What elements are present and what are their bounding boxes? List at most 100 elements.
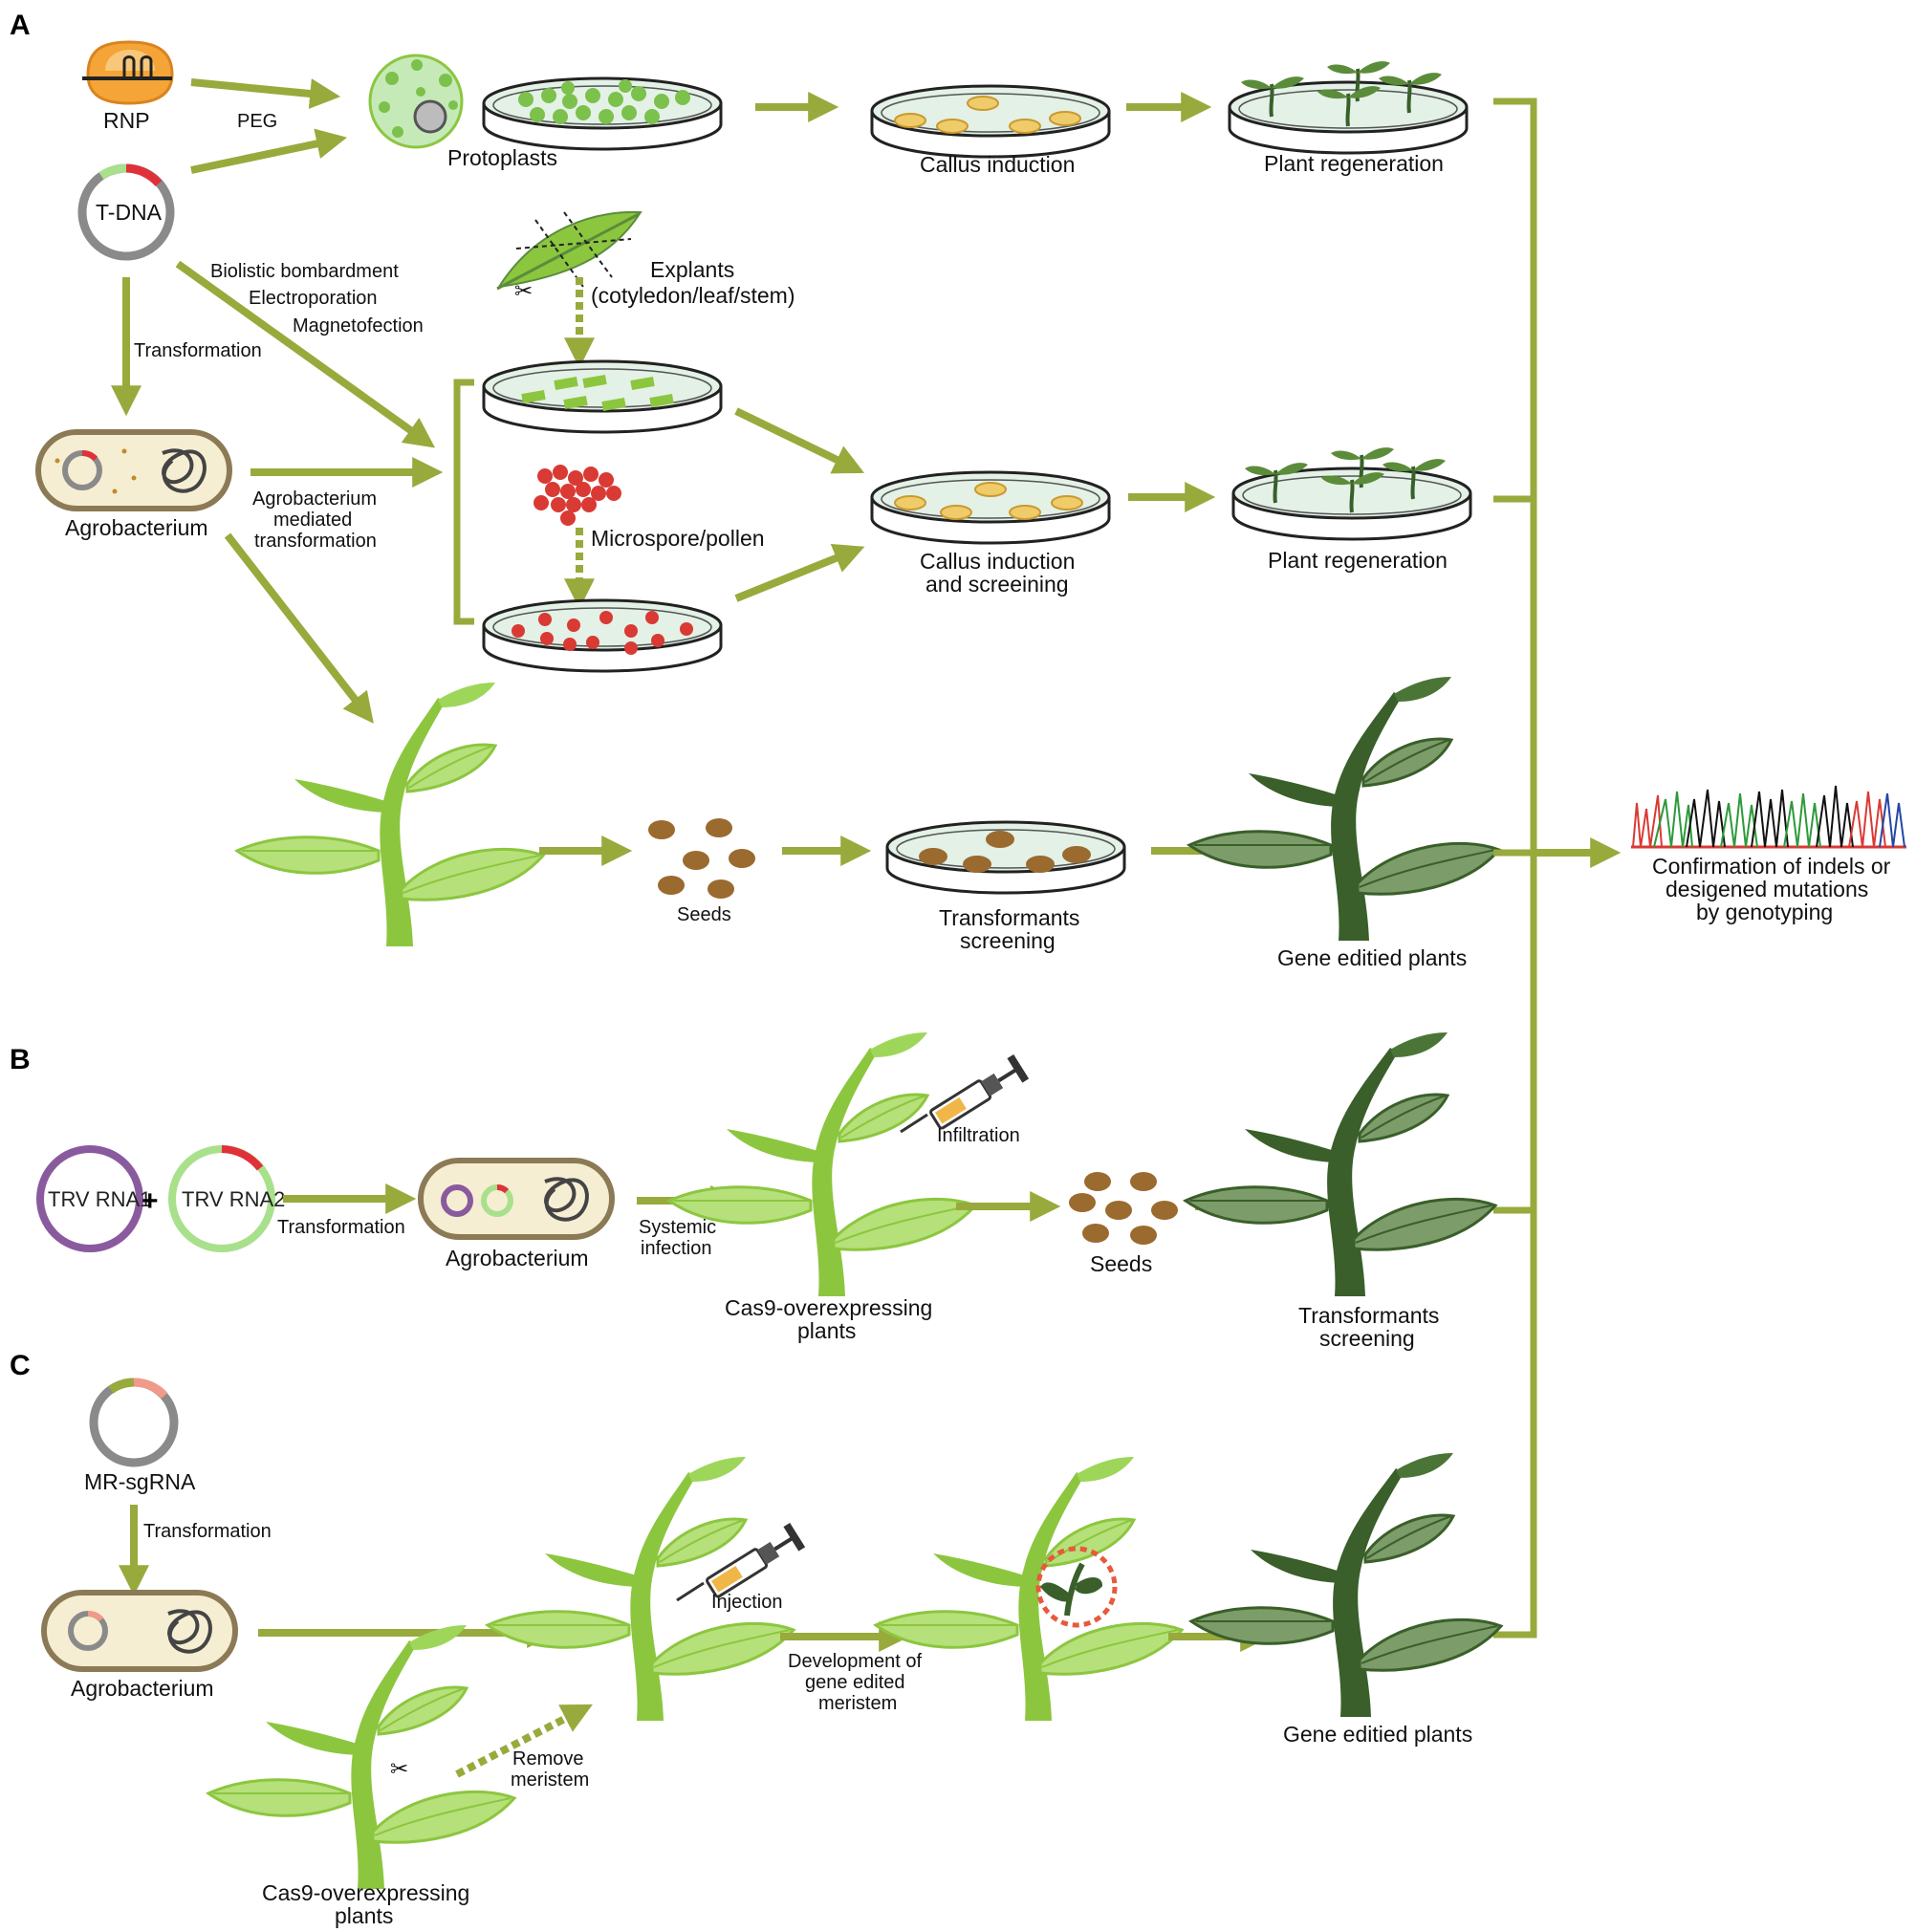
- amt-label-1: Agrobacterium: [252, 488, 377, 510]
- agrobacterium-label-b: Agrobacterium: [446, 1246, 589, 1270]
- injected-plant-icon: [486, 1455, 795, 1723]
- cas9-label-b-2: plants: [797, 1318, 856, 1343]
- cas9-label-c-2: plants: [335, 1903, 393, 1928]
- edited-meristem-highlight-icon: [1035, 1546, 1118, 1628]
- scissors-icon: ✂: [514, 278, 533, 303]
- agrobacterium-label-c: Agrobacterium: [71, 1676, 214, 1701]
- scissors-icon-c: ✂: [390, 1756, 408, 1781]
- plant-regeneration-dish-icon-2: [1231, 445, 1472, 541]
- genotyping-label-3: by genotyping: [1696, 900, 1833, 924]
- magnetofection-label: Magnetofection: [293, 315, 424, 336]
- transformants-dish-icon-a: [885, 820, 1126, 895]
- plant-regeneration-label-1: Plant regeneration: [1264, 151, 1444, 176]
- plant-regeneration-dish-icon: [1228, 59, 1469, 155]
- edited-meristem-plant-icon: [874, 1455, 1184, 1723]
- arrow-rnp-protoplast: [190, 78, 341, 109]
- protoplasts-label: Protoplasts: [447, 145, 557, 170]
- transformants-label-a-1: Transformants: [939, 905, 1079, 930]
- seeds-label-b: Seeds: [1090, 1251, 1152, 1276]
- gene-edited-label-a: Gene editied plants: [1277, 945, 1467, 970]
- callus-induction-label: Callus induction: [920, 152, 1075, 177]
- panel-letter-c: C: [10, 1350, 31, 1381]
- cas9-label-c-1: Cas9-overexpressing: [262, 1880, 469, 1905]
- tdna-label: T-DNA: [96, 200, 163, 225]
- transformation-label-c: Transformation: [143, 1521, 272, 1542]
- tdna-plasmid-icon: [77, 163, 175, 261]
- systemic-label-2: infection: [641, 1238, 712, 1259]
- systemic-label-1: Systemic: [639, 1217, 716, 1238]
- genotyping-label-1: Confirmation of indels or: [1652, 854, 1891, 879]
- arrow-explant-to-callus: [734, 407, 865, 474]
- development-label-2: gene edited: [805, 1672, 905, 1693]
- panel-letter-b: B: [10, 1044, 31, 1075]
- transformants-label-b-1: Transformants: [1298, 1303, 1439, 1328]
- plus-sign: +: [142, 1185, 159, 1217]
- rnp-icon: [82, 40, 174, 105]
- arrow-tdna-protoplast: [190, 128, 347, 174]
- arrow-pollen-to-callus: [734, 543, 865, 602]
- explants-label-2: (cotyledon/leaf/stem): [591, 283, 795, 308]
- callus-screening-dish-icon: [870, 470, 1111, 545]
- microspore-cluster-icon: [533, 465, 621, 526]
- callus-screening-label-1: Callus induction: [920, 549, 1075, 574]
- agrobacterium-label-a: Agrobacterium: [65, 515, 208, 540]
- trv-rna1-icon: [36, 1145, 143, 1252]
- sequencing-chromatogram-icon: [1631, 785, 1906, 849]
- remove-label-1: Remove: [512, 1748, 583, 1769]
- remove-label-2: meristem: [511, 1769, 589, 1791]
- transformation-label-a: Transformation: [134, 340, 262, 361]
- gene-edited-plant-icon-c: [1189, 1451, 1503, 1719]
- explant-dish-icon: [482, 359, 723, 434]
- seeds-icon-b: [1069, 1172, 1178, 1245]
- development-label-3: meristem: [818, 1693, 897, 1714]
- trv-rna1-label: TRV RNA1: [48, 1187, 151, 1211]
- rnp-label: RNP: [103, 108, 150, 133]
- microspore-label: Microspore/pollen: [591, 526, 765, 551]
- transformation-label-b: Transformation: [277, 1217, 405, 1238]
- collector-line: [1493, 98, 1537, 1639]
- gene-edited-plant-icon-a: [1187, 675, 1501, 943]
- pollen-dish-icon: [482, 598, 723, 673]
- dish-bracket: [453, 379, 474, 625]
- agrobacterium-icon-a: [38, 432, 229, 509]
- biolistic-label: Biolistic bombardment: [210, 261, 399, 282]
- gene-edited-label-c: Gene editied plants: [1283, 1722, 1472, 1747]
- cas9-label-b-1: Cas9-overexpressing: [725, 1295, 932, 1320]
- plant-regeneration-label-2: Plant regeneration: [1268, 548, 1448, 573]
- amt-label-2: mediated: [273, 510, 352, 531]
- arrow-tdna-direct: [175, 260, 436, 448]
- infiltration-label: Infiltration: [937, 1125, 1020, 1146]
- transformants-label-a-2: screening: [960, 928, 1056, 953]
- amt-label-3: transformation: [254, 531, 377, 552]
- injection-label: Injection: [711, 1592, 783, 1613]
- callus-screening-label-2: and screeining: [925, 572, 1069, 597]
- arrow-remove-meristem: [455, 1704, 593, 1778]
- genotyping-label-2: desigened mutations: [1666, 877, 1868, 901]
- panel-letter-a: A: [10, 10, 31, 41]
- peg-label: PEG: [237, 111, 277, 132]
- transformants-label-b-2: screening: [1319, 1326, 1415, 1351]
- edited-meristem-shoot-icon: [1039, 1562, 1103, 1617]
- trv-rna2-label: TRV RNA2: [182, 1187, 285, 1211]
- protoplast-icon: [368, 54, 464, 149]
- leaf-explant-icon: [496, 210, 642, 291]
- mr-sgrna-label: MR-sgRNA: [84, 1469, 196, 1494]
- plant-icon-a: [235, 681, 545, 948]
- seeds-icon-a: [648, 818, 755, 899]
- cas9-plant-icon-b: [667, 1031, 977, 1298]
- arrow-agro-to-plant: [224, 532, 374, 724]
- electroporation-label: Electroporation: [249, 288, 378, 309]
- trv-rna2-icon: [168, 1145, 275, 1252]
- agrobacterium-icon-b: [421, 1161, 612, 1237]
- development-label-1: Development of: [788, 1651, 923, 1672]
- syringe-icon-b: [899, 1052, 1032, 1134]
- transformants-plant-icon-b: [1184, 1031, 1497, 1298]
- protoplast-dish-icon: [482, 76, 723, 151]
- agrobacterium-icon-c: [44, 1593, 235, 1669]
- cas9-plant-icon-c: [207, 1623, 516, 1891]
- mr-sgrna-plasmid-icon: [89, 1378, 179, 1467]
- seeds-label-a: Seeds: [677, 904, 731, 925]
- callus-dish-icon: [870, 84, 1111, 159]
- explants-label-1: Explants: [650, 257, 734, 282]
